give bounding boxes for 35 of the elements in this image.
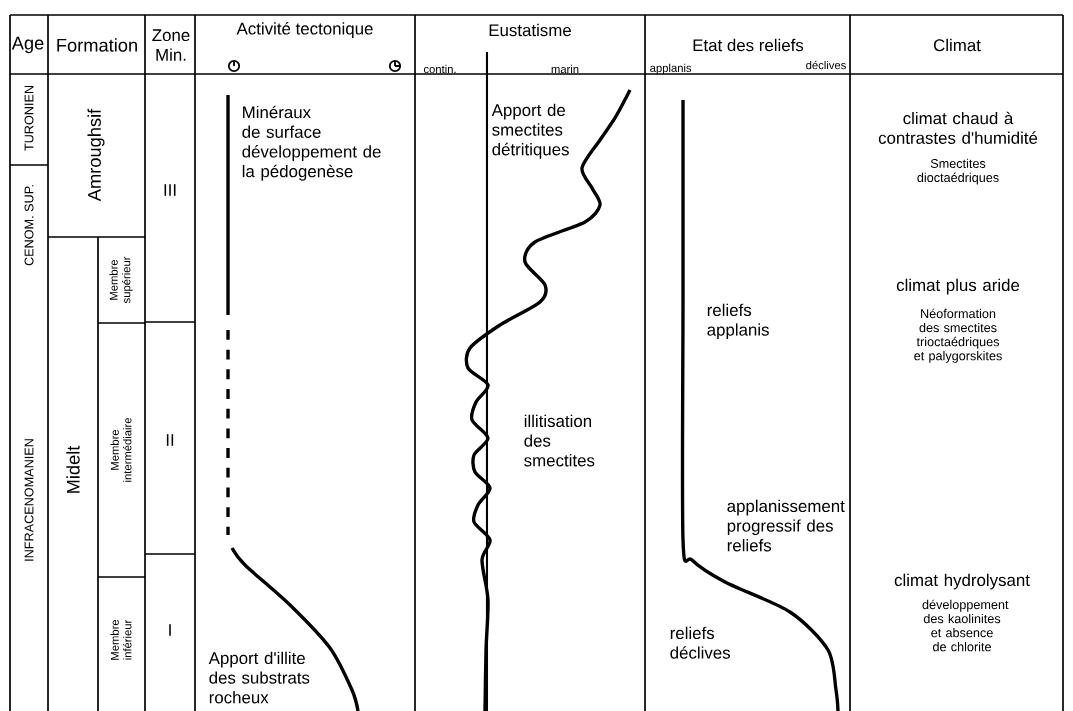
scale-label: applanis bbox=[650, 63, 692, 75]
zone-label: III bbox=[164, 184, 176, 196]
column-header: Zone Min. bbox=[152, 29, 190, 61]
zone-label: I bbox=[169, 624, 171, 636]
column-header: Etat des reliefs bbox=[693, 38, 804, 52]
scale-label: marin bbox=[551, 64, 579, 74]
column-header: Formation bbox=[57, 38, 137, 52]
formation-label: Amroughsif bbox=[87, 108, 105, 202]
scale-label: contin. bbox=[423, 64, 456, 74]
column-header: Activité tectonique bbox=[236, 22, 373, 38]
stage-label: CENOM. SUP. bbox=[24, 185, 34, 266]
stage-label: INFRACENOMANIEN bbox=[24, 439, 34, 561]
annotation-text: Apport de smectites détritiques bbox=[491, 103, 569, 159]
annotation-text: Minéraux de surface développement de la pédogenèse bbox=[242, 105, 381, 181]
column-header: Climat bbox=[933, 38, 981, 52]
stage-label: TURONIEN bbox=[24, 86, 34, 151]
annotation-text: Néoformation des smectites trioctaédriques et palygorskites bbox=[914, 308, 1002, 363]
zone-label: II bbox=[166, 434, 174, 446]
column-header: Age bbox=[11, 36, 44, 54]
member-label: Membre inférieur bbox=[110, 619, 132, 660]
annotation-text: développement des kaolinites et absence de chlorite bbox=[922, 599, 1009, 652]
annotation-text: climat hydrolysant bbox=[894, 573, 1030, 590]
column-header: Eustatisme bbox=[489, 23, 571, 37]
annotation-text: climat plus aride bbox=[896, 278, 1020, 295]
annotation-text: Apport d'illite des substrats rocheux bbox=[208, 651, 310, 704]
annotation-text: illitisation des smectites bbox=[524, 414, 595, 467]
scale-label: déclives bbox=[806, 60, 846, 70]
member-label: Membre supérieur bbox=[109, 256, 133, 304]
formation-label: Midelt bbox=[66, 445, 80, 493]
member-label: Membre intermédiaire bbox=[110, 418, 132, 482]
annotation-text: climat chaud à contrastes d'humidité bbox=[878, 111, 1038, 144]
annotation-text: reliefs applanis bbox=[707, 303, 769, 340]
annotation-text: reliefs déclives bbox=[670, 626, 730, 659]
annotation-text: Smectites dioctaédriques bbox=[917, 158, 999, 185]
annotation-text: applanissement progressif des reliefs bbox=[727, 499, 845, 552]
